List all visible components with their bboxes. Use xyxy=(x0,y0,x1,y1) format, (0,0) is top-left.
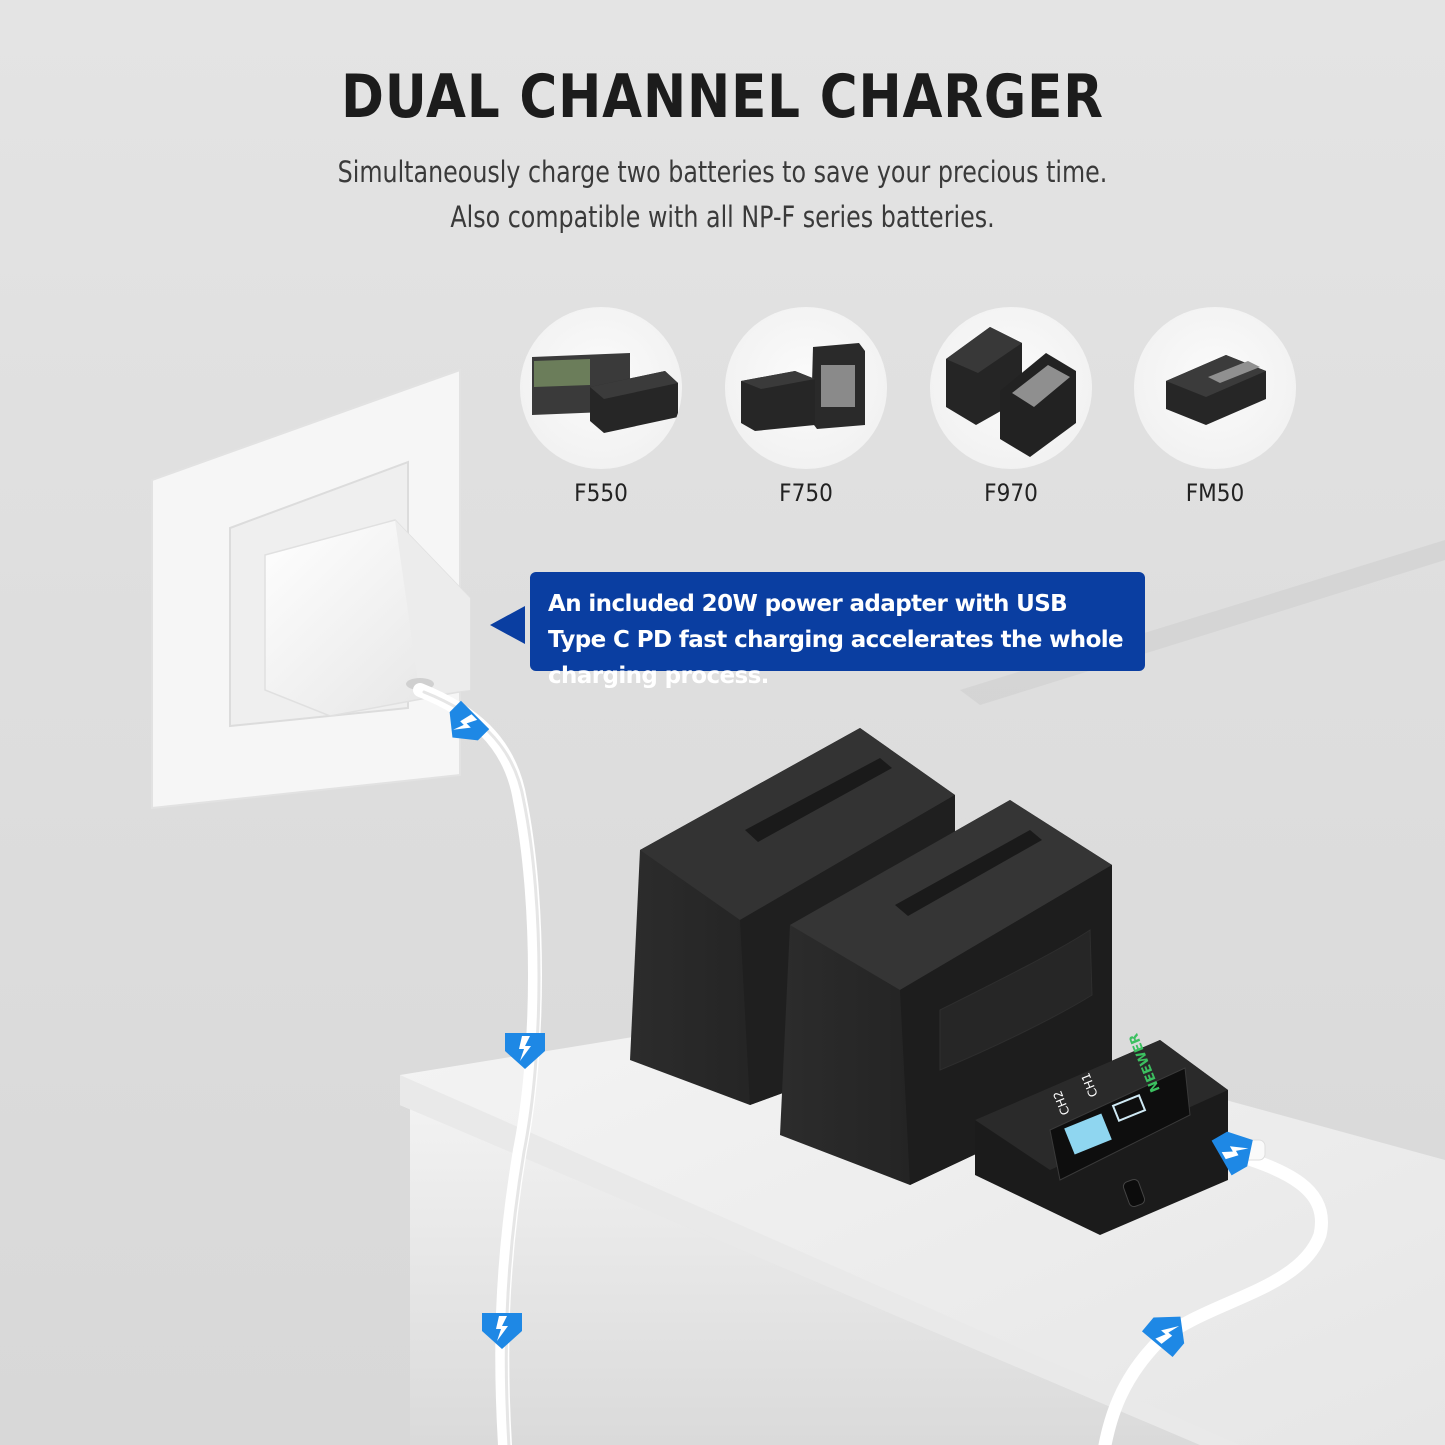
dual-charger: NEEWER CH1 CH2 xyxy=(975,1031,1228,1235)
battery-option-f750: F750 xyxy=(725,307,887,517)
battery-model-label: F970 xyxy=(984,479,1038,507)
bolt-arrow-icon xyxy=(449,700,490,741)
battery-option-f550: F550 xyxy=(520,307,682,517)
page-title: DUAL CHANNEL CHARGER xyxy=(341,62,1104,132)
battery-model-label: F550 xyxy=(574,479,628,507)
subtitle-line-1: Simultaneously charge two batteries to s… xyxy=(337,155,1108,189)
charging-flow-arrows xyxy=(449,700,1253,1358)
power-adapter xyxy=(264,519,471,717)
battery-model-label: F750 xyxy=(779,479,833,507)
battery-np-fm50-icon xyxy=(1134,307,1296,469)
bolt-arrow-icon xyxy=(482,1313,522,1349)
adapter-callout: An included 20W power adapter with USB T… xyxy=(530,572,1145,689)
battery-model-label: FM50 xyxy=(1185,479,1245,507)
bolt-arrow-icon xyxy=(1211,1131,1253,1176)
battery-np-f750-icon xyxy=(725,307,887,469)
callout-pointer-icon xyxy=(490,606,525,644)
battery-np-f970-icon xyxy=(930,307,1092,469)
bolt-arrow-icon xyxy=(1141,1316,1185,1358)
battery-option-f970: F970 xyxy=(930,307,1092,517)
battery-option-fm50: FM50 xyxy=(1134,307,1296,517)
subtitle-line-2: Also compatible with all NP-F series bat… xyxy=(450,200,995,234)
battery-np-f550-icon xyxy=(520,307,682,469)
bolt-arrow-icon xyxy=(505,1033,545,1069)
